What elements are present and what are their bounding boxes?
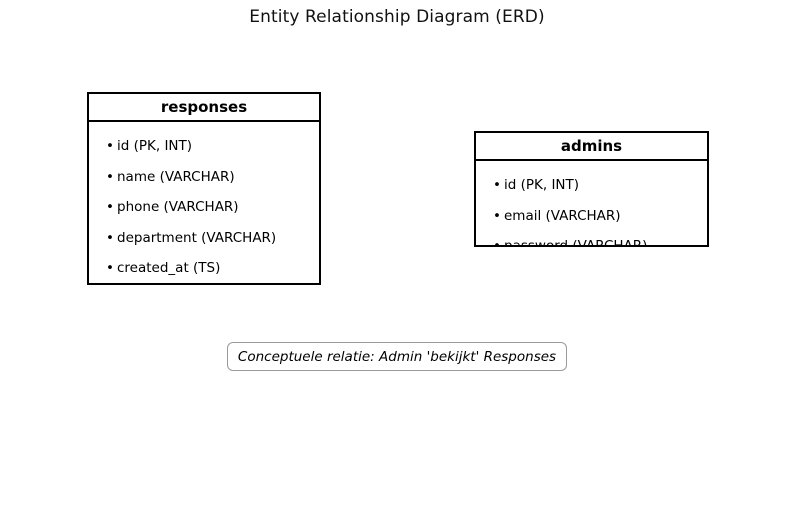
relationship-note: Conceptuele relatie: Admin 'bekijkt' Res… <box>227 342 567 371</box>
entity-title-admins: admins <box>560 137 623 155</box>
entity-header-admins: admins <box>476 133 707 161</box>
entity-field: name (VARCHAR) <box>89 169 319 185</box>
entity-field: email (VARCHAR) <box>476 208 707 224</box>
page-title: Entity Relationship Diagram (ERD) <box>249 7 545 27</box>
entity-title-responses: responses <box>160 98 248 116</box>
relationship-note-label: Conceptuele relatie: Admin 'bekijkt' Res… <box>237 348 557 365</box>
entity-field: id (PK, INT) <box>89 138 319 154</box>
entity-field-list-admins: id (PK, INT) email (VARCHAR) password (V… <box>476 161 707 245</box>
entity-header-responses: responses <box>89 94 319 122</box>
entity-field: department (VARCHAR) <box>89 230 319 246</box>
entity-field: phone (VARCHAR) <box>89 199 319 215</box>
entity-field: created_at (TS) <box>89 260 319 276</box>
entity-box-admins[interactable]: admins id (PK, INT) email (VARCHAR) pass… <box>474 131 709 247</box>
entity-box-responses[interactable]: responses id (PK, INT) name (VARCHAR) ph… <box>87 92 321 285</box>
entity-field: id (PK, INT) <box>476 177 707 193</box>
entity-field-list-responses: id (PK, INT) name (VARCHAR) phone (VARCH… <box>89 122 319 276</box>
entity-field: password (VARCHAR) <box>476 238 707 245</box>
